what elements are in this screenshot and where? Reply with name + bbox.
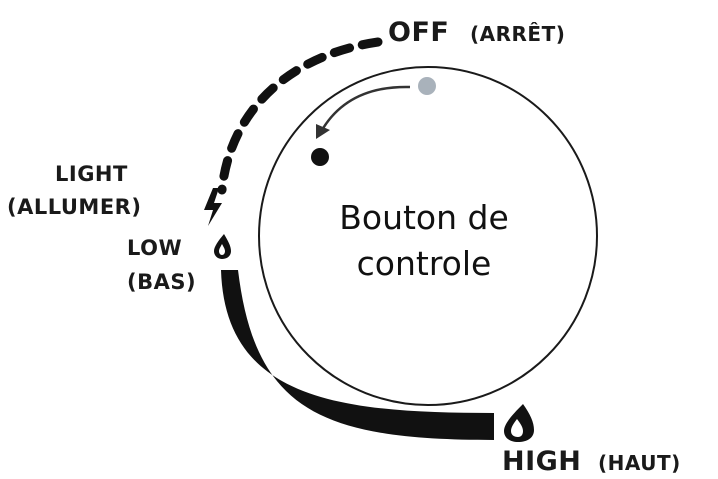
end-position-dot	[311, 148, 329, 166]
high-label: HIGH	[502, 446, 582, 477]
flame-icon	[504, 404, 534, 442]
knob-circle	[258, 66, 598, 406]
lightning-icon	[204, 188, 222, 226]
off-to-light-dashed-arc	[217, 37, 383, 195]
knob-title-line2: controle	[356, 244, 492, 283]
low-label-fr: (BAS)	[127, 270, 197, 294]
off-label-fr: (ARRÊT)	[470, 22, 566, 46]
high-label-fr: (HAUT)	[598, 451, 681, 475]
knob-title: Bouton de controle	[308, 195, 540, 287]
off-label: OFF	[388, 17, 450, 48]
knob-title-line1: Bouton de	[339, 198, 509, 237]
flame-icon	[214, 234, 231, 259]
arrow-head-icon	[316, 124, 330, 139]
rotation-arrow-line	[320, 85, 411, 131]
low-to-high-arc	[221, 270, 494, 440]
low-label: LOW	[127, 236, 183, 260]
light-label-fr: (ALLUMER)	[7, 195, 142, 219]
start-position-dot	[418, 77, 436, 95]
light-label: LIGHT	[55, 162, 128, 186]
